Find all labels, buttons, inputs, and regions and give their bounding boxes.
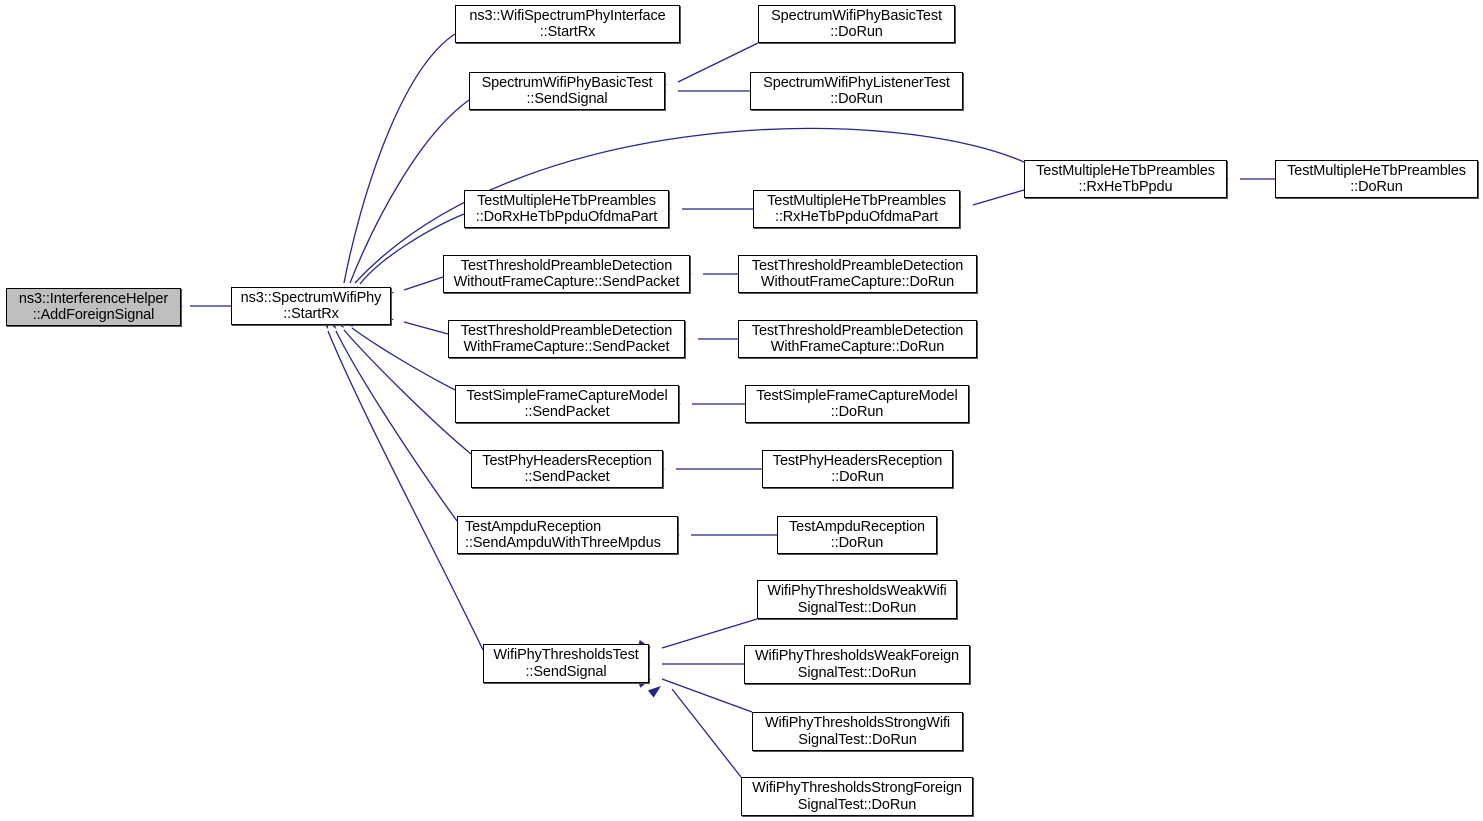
node-label-weakWifi: WifiPhyThresholdsWeakWifi SignalTest::Do… xyxy=(767,583,947,616)
node-threshWithoutRun[interactable]: TestThresholdPreambleDetection WithoutFr… xyxy=(738,255,977,293)
edge-thresholdsSend-to-startRx xyxy=(327,330,484,651)
node-weakWifi[interactable]: WifiPhyThresholdsWeakWifi SignalTest::Do… xyxy=(757,580,957,619)
node-label-simpleFcSend: TestSimpleFrameCaptureModel ::SendPacket xyxy=(466,387,668,421)
edge-threshWithoutSend-to-startRx xyxy=(403,276,444,291)
node-rxOfdmaPart[interactable]: TestMultipleHeTbPreambles ::RxHeTbPpduOf… xyxy=(753,190,960,228)
node-doRxOfdmaPart[interactable]: TestMultipleHeTbPreambles ::DoRxHeTbPpdu… xyxy=(464,190,669,228)
node-thresholdsSend[interactable]: WifiPhyThresholdsTest ::SendSignal xyxy=(483,644,649,683)
node-basicSendSignal[interactable]: SpectrumWifiPhyBasicTest ::SendSignal xyxy=(469,72,665,110)
node-label-basicSendSignal: SpectrumWifiPhyBasicTest ::SendSignal xyxy=(481,74,653,108)
node-phyHeadersRun[interactable]: TestPhyHeadersReception ::DoRun xyxy=(762,450,953,488)
node-rxHeTbPpdu[interactable]: TestMultipleHeTbPreambles ::RxHeTbPpdu xyxy=(1024,160,1227,198)
node-label-thresholdsSend: WifiPhyThresholdsTest ::SendSignal xyxy=(493,647,639,680)
edge-ifaceStartRx-to-startRx xyxy=(343,33,456,284)
node-label-ifaceStartRx: ns3::WifiSpectrumPhyInterface ::StartRx xyxy=(469,7,666,41)
node-simpleFcSend[interactable]: TestSimpleFrameCaptureModel ::SendPacket xyxy=(455,385,679,423)
edges-group xyxy=(190,33,1275,778)
node-strongForeign[interactable]: WifiPhyThresholdsStrongForeign SignalTes… xyxy=(741,777,973,816)
node-addForeignSignal[interactable]: ns3::InterferenceHelper ::AddForeignSign… xyxy=(6,288,181,326)
node-label-threshWithoutSend: TestThresholdPreambleDetection WithoutFr… xyxy=(453,257,680,291)
node-listenerDoRun[interactable]: SpectrumWifiPhyListenerTest ::DoRun xyxy=(750,72,963,110)
node-label-rxHeTbPpdu: TestMultipleHeTbPreambles ::RxHeTbPpdu xyxy=(1036,162,1215,196)
node-label-threshWithSend: TestThresholdPreambleDetection WithFrame… xyxy=(460,322,673,356)
node-label-listenerDoRun: SpectrumWifiPhyListenerTest ::DoRun xyxy=(763,74,950,108)
edge-strongWifi-to-thresholdsSend xyxy=(661,678,753,713)
arrowhead-head-thresholdsSend4 xyxy=(647,686,661,698)
edge-strongForeign-to-thresholdsSend xyxy=(671,688,742,778)
node-label-startRx: ns3::SpectrumWifiPhy ::StartRx xyxy=(240,289,382,323)
node-startRx[interactable]: ns3::SpectrumWifiPhy ::StartRx xyxy=(231,287,391,325)
node-threshWithoutSend[interactable]: TestThresholdPreambleDetection WithoutFr… xyxy=(443,255,690,293)
edge-phyHeadersSend-to-startRx xyxy=(343,329,472,455)
edge-rxHeTbPpdu-to-startRx xyxy=(354,127,1027,284)
edge-ampduSend-to-startRx xyxy=(335,330,458,522)
node-label-strongForeign: WifiPhyThresholdsStrongForeign SignalTes… xyxy=(752,780,962,813)
node-ampduRun[interactable]: TestAmpduReception ::DoRun xyxy=(777,516,937,554)
node-heTbDoRun[interactable]: TestMultipleHeTbPreambles ::DoRun xyxy=(1275,160,1478,198)
edge-threshWithSend-to-startRx xyxy=(403,321,449,335)
node-label-ampduRun: TestAmpduReception ::DoRun xyxy=(788,518,926,552)
node-label-phyHeadersSend: TestPhyHeadersReception ::SendPacket xyxy=(482,452,652,486)
node-label-phyHeadersRun: TestPhyHeadersReception ::DoRun xyxy=(772,452,943,486)
node-label-rxOfdmaPart: TestMultipleHeTbPreambles ::RxHeTbPpduOf… xyxy=(767,192,946,226)
node-ifaceStartRx[interactable]: ns3::WifiSpectrumPhyInterface ::StartRx xyxy=(455,5,680,43)
node-basicDoRun[interactable]: SpectrumWifiPhyBasicTest ::DoRun xyxy=(758,5,955,43)
node-label-threshWithRun: TestThresholdPreambleDetection WithFrame… xyxy=(751,322,964,356)
node-threshWithSend[interactable]: TestThresholdPreambleDetection WithFrame… xyxy=(448,320,685,358)
node-label-addForeignSignal: ns3::InterferenceHelper ::AddForeignSign… xyxy=(18,290,169,324)
node-label-basicDoRun: SpectrumWifiPhyBasicTest ::DoRun xyxy=(771,7,942,41)
edge-basicDoRun-to-basicSendSignal xyxy=(677,42,759,83)
node-ampduSend[interactable]: TestAmpduReception ::SendAmpduWithThreeM… xyxy=(457,516,678,554)
edge-weakWifi-to-thresholdsSend xyxy=(661,618,758,649)
edge-simpleFcSend-to-startRx xyxy=(351,327,456,391)
node-label-strongWifi: WifiPhyThresholdsStrongWifi SignalTest::… xyxy=(764,715,951,748)
edge-doRxOfdmaPart-to-startRx xyxy=(359,213,465,285)
edge-basicSendSignal-to-startRx xyxy=(349,99,470,284)
node-label-doRxOfdmaPart: TestMultipleHeTbPreambles ::DoRxHeTbPpdu… xyxy=(475,192,658,226)
node-label-ampduSend: TestAmpduReception ::SendAmpduWithThreeM… xyxy=(465,518,661,552)
node-label-heTbDoRun: TestMultipleHeTbPreambles ::DoRun xyxy=(1287,162,1466,196)
node-threshWithRun[interactable]: TestThresholdPreambleDetection WithFrame… xyxy=(738,320,977,358)
edge-rxHeTbPpdu-to-rxOfdmaPart xyxy=(972,189,1025,206)
node-simpleFcRun[interactable]: TestSimpleFrameCaptureModel ::DoRun xyxy=(745,385,969,423)
node-phyHeadersSend[interactable]: TestPhyHeadersReception ::SendPacket xyxy=(471,450,663,488)
node-label-weakForeign: WifiPhyThresholdsWeakForeign SignalTest:… xyxy=(754,648,960,681)
node-label-threshWithoutRun: TestThresholdPreambleDetection WithoutFr… xyxy=(751,257,964,291)
node-label-simpleFcRun: TestSimpleFrameCaptureModel ::DoRun xyxy=(756,387,958,421)
node-weakForeign[interactable]: WifiPhyThresholdsWeakForeign SignalTest:… xyxy=(744,645,970,684)
node-strongWifi[interactable]: WifiPhyThresholdsStrongWifi SignalTest::… xyxy=(752,712,963,751)
